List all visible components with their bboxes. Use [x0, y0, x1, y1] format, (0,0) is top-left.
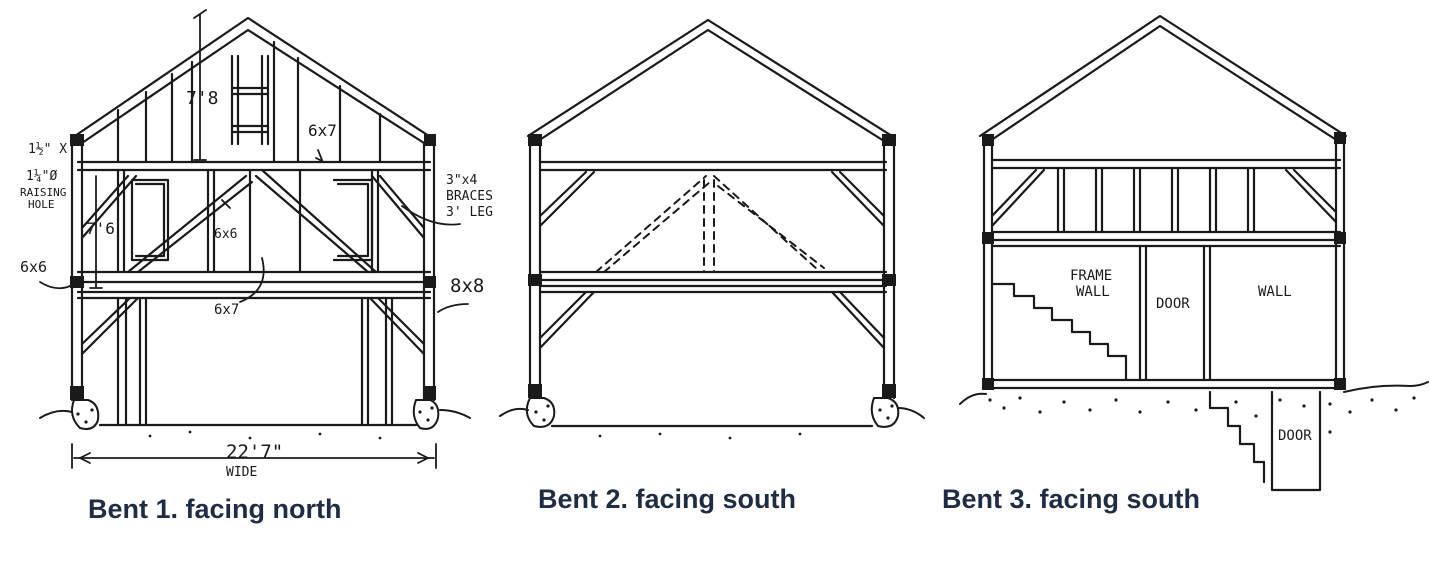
bent-1-foundation — [39, 399, 471, 430]
bent-3-frame — [978, 14, 1348, 492]
wall-height-label: 7'6 — [86, 219, 115, 238]
frame-wall-label-1: FRAME — [1070, 268, 1112, 284]
bent-1-annotations: 7'8 6x7 1½" X 1¼"Ø RAISING HOLE 7'6 6x6 … — [20, 88, 493, 480]
girt-size-label: 6x7 — [214, 302, 239, 318]
braces-label-1: 3"x4 — [446, 173, 477, 188]
bent-1-dimensions — [39, 9, 469, 469]
bent-2-frame — [526, 18, 896, 428]
wall-label: WALL — [1258, 284, 1292, 300]
raising-hole-label-2: 1¼"Ø — [26, 169, 57, 184]
lower-door-label: DOOR — [1278, 428, 1312, 444]
bent-3-ground — [959, 381, 1429, 405]
width-label-1: 22'7" — [226, 441, 283, 463]
bent-1-frame — [70, 16, 436, 427]
bent-2-gravel-dots — [534, 404, 894, 440]
frame-wall-label-2: WALL — [1076, 284, 1110, 300]
bent-2-caption: Bent 2. facing south — [538, 484, 796, 514]
bent-1-drawing: 7'8 6x7 1½" X 1¼"Ø RAISING HOLE 7'6 6x6 … — [20, 9, 493, 524]
bent-3-joint-blocks — [982, 132, 1346, 390]
top-plate-label: 6x7 — [308, 121, 337, 140]
bent-2-drawing: Bent 2. facing south — [499, 18, 925, 514]
bent-2-foundation — [499, 397, 925, 428]
width-label-2: WIDE — [226, 465, 257, 480]
upper-door-label: DOOR — [1156, 296, 1190, 312]
bent-3-caption: Bent 3. facing south — [942, 484, 1200, 514]
braces-label-3: 3' LEG — [446, 205, 493, 220]
gable-height-label: 7'8 — [186, 88, 219, 109]
raising-hole-label-4: HOLE — [28, 198, 55, 211]
bent-3-gravel-dots — [988, 396, 1416, 434]
bent-1-caption: Bent 1. facing north — [88, 494, 342, 524]
brace-size-mid-label: 6x6 — [214, 227, 237, 242]
raising-hole-label-3: RAISING — [20, 186, 66, 199]
post-size-right-label: 8x8 — [450, 275, 484, 297]
bent-3-annotations: FRAME WALL DOOR WALL DOOR — [1070, 268, 1312, 444]
post-size-left-label: 6x6 — [20, 258, 47, 276]
braces-label-2: BRACES — [446, 189, 493, 204]
bent-2-dashed-braces — [595, 175, 825, 273]
bent-1-joint-blocks — [70, 134, 436, 400]
bent-2-joint-blocks — [528, 134, 896, 398]
raising-hole-label-1: 1½" X — [28, 142, 67, 157]
bent-1-gravel-dots — [76, 406, 434, 440]
bent-3-drawing: FRAME WALL DOOR WALL DOOR Bent 3. facing… — [942, 14, 1429, 514]
